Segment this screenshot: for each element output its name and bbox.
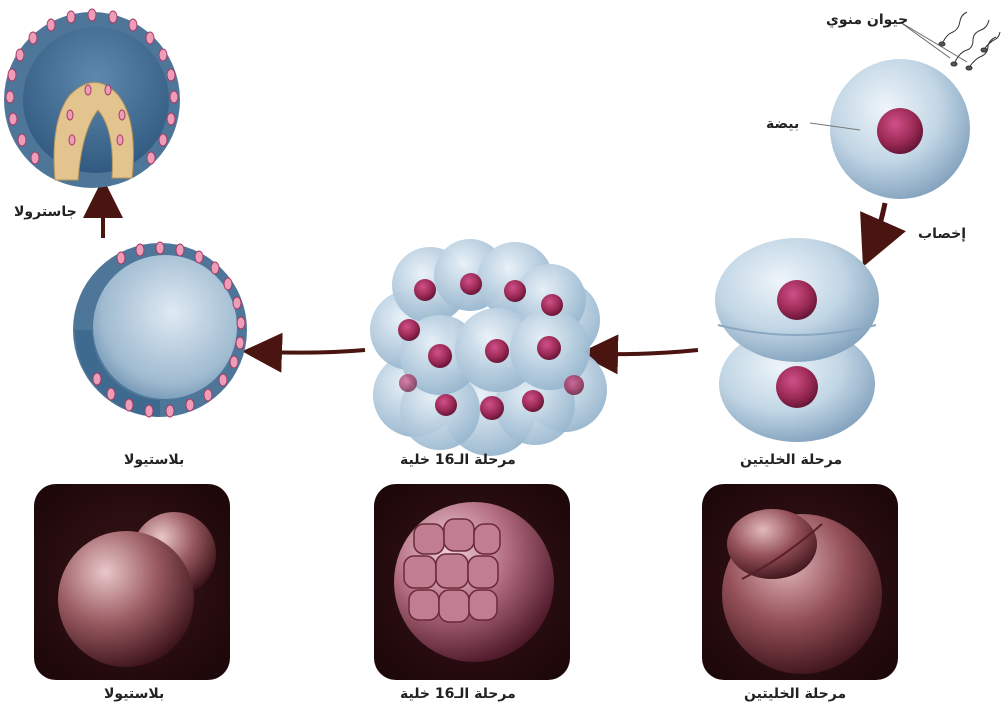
arrow-two-to-sixteen bbox=[598, 350, 698, 354]
gastrula bbox=[4, 9, 180, 188]
two-cell-embryo bbox=[715, 238, 879, 442]
photo-two-cell bbox=[702, 484, 898, 680]
sixteen-cell-embryo bbox=[370, 239, 607, 456]
fertilization-label: إخصاب bbox=[918, 226, 966, 242]
photo-blastula-label: بلاستيولا bbox=[104, 686, 164, 702]
photo-two-cell-label: مرحلة الخليتين bbox=[744, 686, 846, 702]
egg-label: بيضة bbox=[766, 116, 799, 132]
photo-blastula bbox=[34, 484, 230, 680]
blastula-label: بلاستيولا bbox=[124, 452, 184, 468]
two-cell-label: مرحلة الخليتين bbox=[740, 452, 842, 468]
fertilization-arrow bbox=[873, 203, 885, 244]
photo-sixteen-cell bbox=[374, 484, 570, 680]
blastula bbox=[73, 242, 247, 417]
egg-cell bbox=[810, 59, 970, 199]
sixteen-cell-label: مرحلة الـ16 خلية bbox=[400, 452, 516, 468]
sperm-label: حيوان منوي bbox=[826, 12, 908, 28]
photo-sixteen-cell-label: مرحلة الـ16 خلية bbox=[400, 686, 516, 702]
gastrula-label: جاسترولا bbox=[14, 204, 77, 220]
arrow-sixteen-to-blastula bbox=[262, 350, 365, 353]
